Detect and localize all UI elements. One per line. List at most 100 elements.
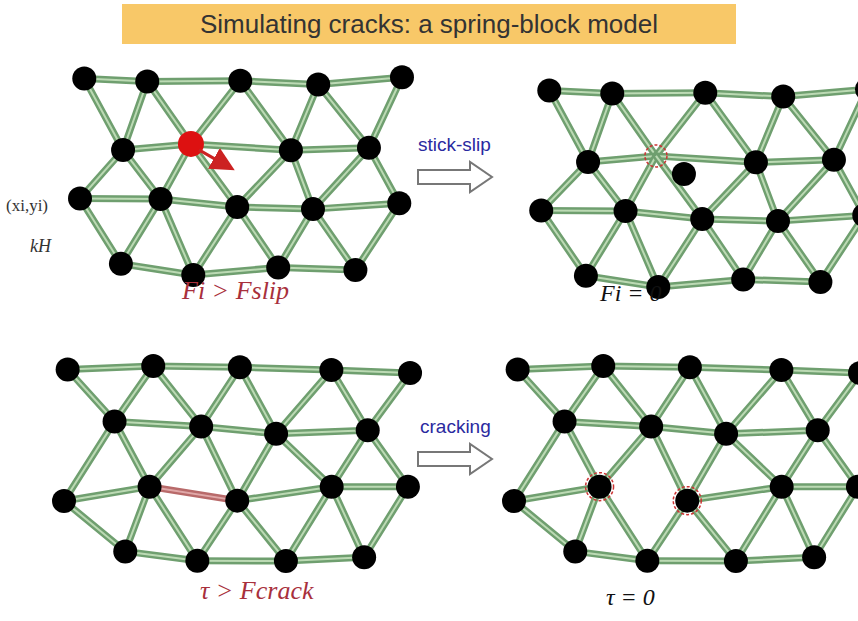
spring-highlight [658,219,702,287]
spring [549,90,588,162]
spring [726,430,818,433]
spring-highlight [612,92,705,95]
spring [612,89,705,97]
block [225,489,249,513]
spring-highlight [541,210,625,212]
block [770,475,794,499]
block [693,81,717,105]
slip-arrow [199,150,227,166]
spring-highlight [237,487,331,501]
block [387,191,411,215]
block [808,270,832,294]
block [588,475,612,499]
spring [147,77,240,85]
spring-highlight [115,421,202,426]
block [113,539,137,563]
block [553,409,577,433]
title-banner: Simulating cracks: a spring-block model [122,4,736,44]
spring-highlight [240,367,332,370]
spring [150,487,238,501]
spring [658,279,743,287]
spring [518,366,604,370]
spring-highlight [201,426,237,500]
spring-highlight [778,160,834,221]
old-position [645,145,667,167]
coordinate-label: (xi,yi) [6,196,48,216]
spring-highlight [286,487,332,561]
spring-highlight [726,370,781,434]
spring [736,487,782,561]
block [266,255,290,279]
spring-highlight [276,370,331,434]
process-label: stick-slip [418,134,491,156]
spring [600,487,648,561]
spring [651,426,687,500]
block [279,138,303,162]
spring [318,85,369,148]
block [301,197,325,221]
spring [115,421,202,426]
block [135,70,159,94]
result-label: Fi = 0 [600,280,662,307]
block [138,475,162,499]
block [68,187,92,211]
spring [84,78,123,150]
spring-highlight [313,203,399,209]
block [264,422,288,446]
block [802,545,826,569]
spring-highlight [690,367,782,370]
spring-highlight [603,366,690,367]
block [852,203,858,227]
spring-highlight [651,426,687,500]
block [189,414,213,438]
spring [68,366,154,370]
block [225,195,249,219]
block [822,148,846,172]
spring-highlight [514,421,565,501]
block [529,199,553,223]
block [600,82,624,106]
block [274,549,298,573]
spring [541,207,625,214]
block [846,475,858,499]
spring-highlight [726,430,818,433]
block [724,549,748,573]
spring [193,207,237,275]
block [574,264,598,288]
spring [656,93,705,156]
spring-highlight [600,487,648,561]
spring-highlight [150,487,238,501]
block [111,138,135,162]
spring-highlight [80,198,161,200]
block [614,199,638,223]
block [678,355,702,379]
block [848,361,858,385]
spring-highlight [276,430,368,433]
spring [191,144,291,150]
block [343,258,367,282]
spring-highlight [318,77,402,84]
spring [778,160,834,221]
stiffness-label: kH [30,236,51,257]
spring-network [529,77,858,299]
spring [705,93,756,163]
spring-highlight [656,93,705,156]
block [149,187,173,211]
spring-highlight [549,90,588,162]
crack-condition: τ > Fcrack [200,576,313,606]
block [228,69,252,93]
block [185,549,209,573]
spring-highlight [193,267,278,275]
block [178,131,204,157]
spring [778,215,858,221]
spring [783,97,834,160]
spring-highlight [814,487,858,557]
block [56,357,80,381]
spring [276,430,368,433]
spring-highlight [161,199,194,275]
spring [814,487,858,557]
spring [626,211,659,287]
spring-highlight [84,78,123,150]
spring [240,81,291,151]
